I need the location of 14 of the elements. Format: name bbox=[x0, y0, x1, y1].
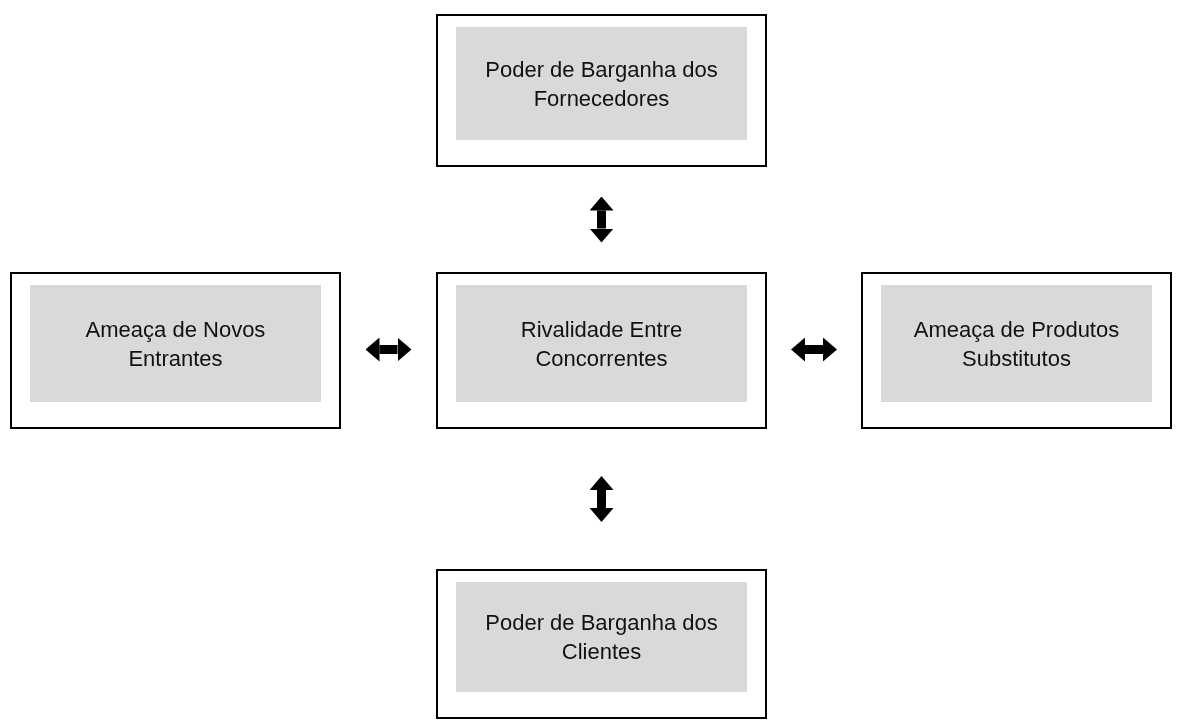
force-box bbox=[436, 14, 767, 167]
force-box bbox=[10, 272, 341, 429]
force-label: Poder de Barganha dos Clientes bbox=[456, 582, 747, 692]
force-box bbox=[861, 272, 1172, 429]
double-arrow bbox=[791, 337, 837, 362]
force-label: Ameaça de Produtos Substitutos bbox=[881, 285, 1152, 402]
force-box bbox=[436, 569, 767, 719]
double-arrow bbox=[365, 337, 412, 362]
double-arrow bbox=[589, 196, 614, 243]
force-box bbox=[436, 272, 767, 429]
double-arrow bbox=[589, 476, 614, 522]
force-label: Poder de Barganha dos Fornecedores bbox=[456, 27, 747, 140]
force-label: Rivalidade Entre Concorrentes bbox=[456, 285, 747, 402]
force-label: Ameaça de Novos Entrantes bbox=[30, 285, 321, 402]
